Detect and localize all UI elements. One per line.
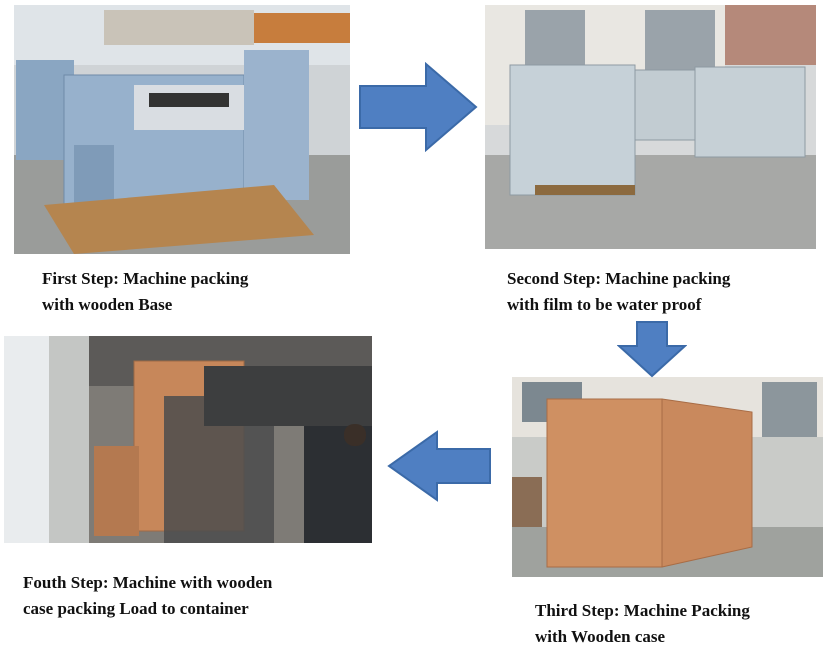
step1-photo xyxy=(14,5,350,254)
step2-caption-line1: Second Step: Machine packing xyxy=(507,269,731,288)
step4-caption-line1: Fouth Step: Machine with wooden xyxy=(23,573,273,592)
step2-caption: Second Step: Machine packing with film t… xyxy=(507,266,730,318)
step3-caption: Third Step: Machine Packing with Wooden … xyxy=(535,598,750,650)
step2-caption-line2: with film to be water proof xyxy=(507,295,702,314)
arrow-down-icon xyxy=(617,320,687,378)
step3-caption-line2: with Wooden case xyxy=(535,627,666,646)
step4-caption-line2: case packing Load to container xyxy=(23,599,249,618)
arrow-left-icon xyxy=(387,430,492,502)
step4-photo xyxy=(4,336,372,543)
step1-caption-line1: First Step: Machine packing xyxy=(42,269,249,288)
step3-caption-line1: Third Step: Machine Packing xyxy=(535,601,750,620)
arrow-right-icon xyxy=(358,62,478,152)
step3-photo xyxy=(512,377,823,577)
step1-caption-line2: with wooden Base xyxy=(42,295,173,314)
step2-photo xyxy=(485,5,816,249)
step4-caption: Fouth Step: Machine with wooden case pac… xyxy=(23,570,272,622)
step1-caption: First Step: Machine packing with wooden … xyxy=(42,266,248,318)
